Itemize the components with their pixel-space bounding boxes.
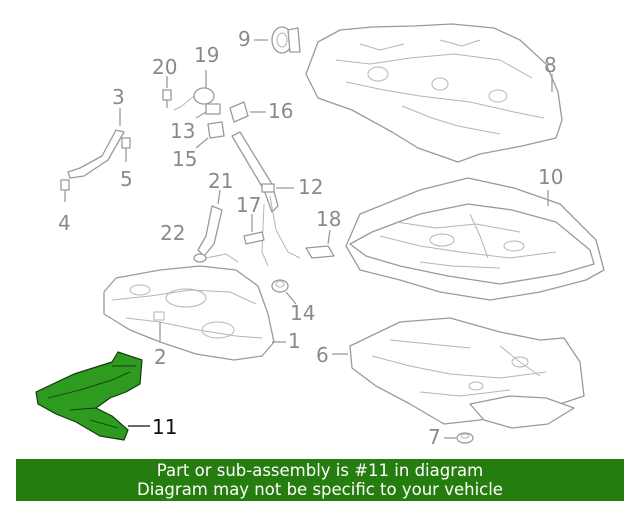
- info-banner: Part or sub-assembly is #11 in diagram D…: [16, 459, 624, 501]
- part-14-grommet: [271, 279, 289, 293]
- callout-1: 1: [288, 329, 301, 353]
- leader-14: [285, 291, 297, 305]
- callout-16: 16: [268, 99, 293, 123]
- part-5-bolt: [121, 137, 131, 162]
- part-3-vent-tube: [67, 129, 125, 179]
- callout-20: 20: [152, 55, 177, 79]
- part-18-bracket: [305, 245, 335, 259]
- leader-18: [327, 229, 331, 245]
- callout-13: 13: [170, 119, 195, 143]
- callout-11: 11: [152, 415, 177, 439]
- part-13-seal: [205, 103, 221, 115]
- banner-line-part: Part or sub-assembly is #11 in diagram: [156, 461, 484, 480]
- part-9-plug: [271, 26, 301, 54]
- callout-15: 15: [172, 147, 197, 171]
- leader-13: [195, 111, 207, 119]
- part-8-heat-shield: [305, 23, 563, 163]
- leader-21: [217, 189, 221, 205]
- callout-14: 14: [290, 301, 315, 325]
- callout-12: 12: [298, 175, 323, 199]
- callout-17: 17: [236, 193, 261, 217]
- part-19-pump-cap: [173, 87, 215, 111]
- part-15-bracket: [207, 121, 225, 139]
- part-21-hose: [197, 205, 223, 257]
- leader-15: [195, 137, 209, 149]
- fuel-system-diagram: 1 2 3 4 5 6 7 8 9 10 11 12 13 14 15 16 1…: [35, 23, 605, 449]
- part-7-clip: [456, 432, 474, 444]
- part-16-cap: [229, 101, 249, 123]
- part-1-fuel-tank: [103, 265, 275, 361]
- part-22-clamp: [193, 253, 239, 263]
- callout-9: 9: [238, 27, 251, 51]
- callout-8: 8: [544, 53, 557, 77]
- callout-6: 6: [316, 343, 329, 367]
- callout-3: 3: [112, 85, 125, 109]
- part-12-filler-pipe: [231, 131, 301, 267]
- callout-19: 19: [194, 43, 219, 67]
- part-20-bolt: [162, 89, 172, 108]
- callout-18: 18: [316, 207, 341, 231]
- part-11-under-cover-highlighted: [35, 351, 143, 441]
- part-10-skid-plate: [345, 177, 605, 301]
- callout-21: 21: [208, 169, 233, 193]
- callout-2: 2: [154, 345, 167, 369]
- callout-10: 10: [538, 165, 563, 189]
- callout-5: 5: [120, 167, 133, 191]
- callout-7: 7: [428, 425, 441, 449]
- part-4-bolt: [60, 179, 70, 202]
- callout-22: 22: [160, 221, 185, 245]
- part-17-bracket: [243, 231, 265, 245]
- banner-line-disclaimer: Diagram may not be specific to your vehi…: [137, 480, 503, 499]
- part-6-lower-shield: [349, 317, 585, 429]
- callout-4: 4: [58, 211, 71, 235]
